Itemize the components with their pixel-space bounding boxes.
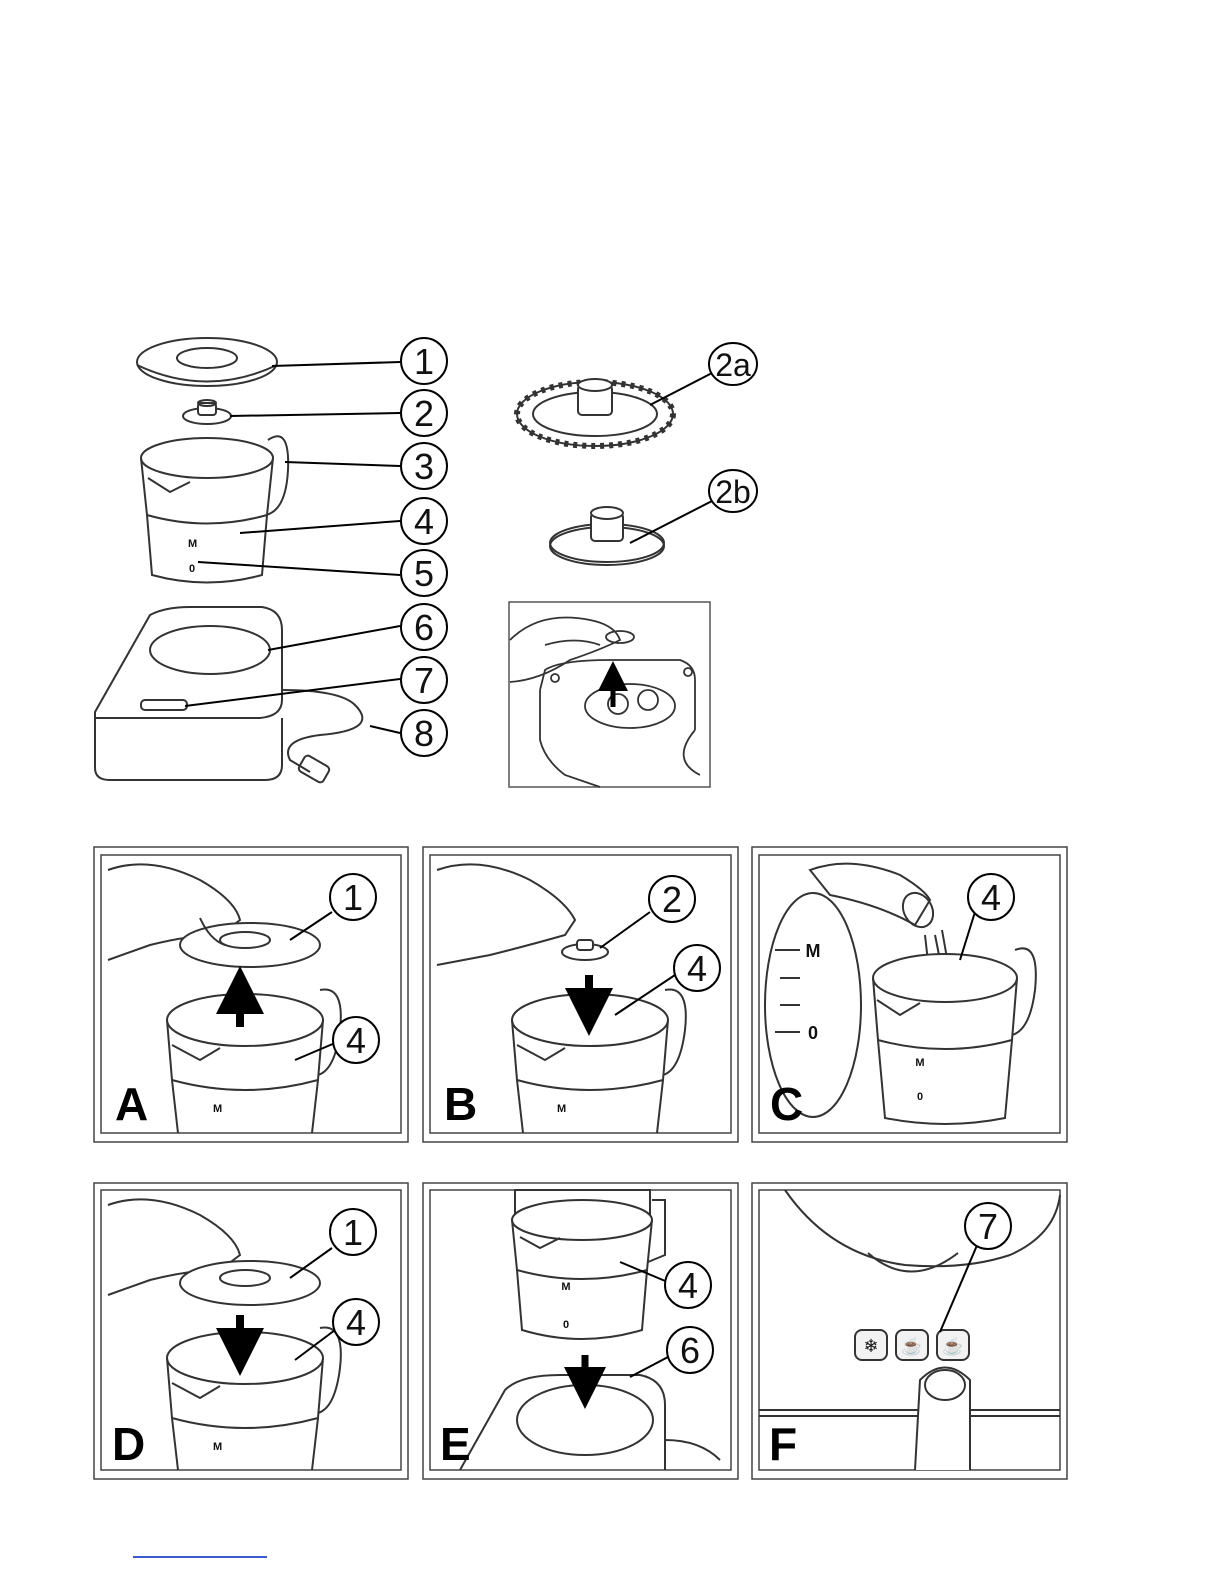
step-b-callout-2: 2 bbox=[662, 879, 682, 920]
step-b-callout-4: 4 bbox=[687, 948, 707, 989]
snowflake-icon: ❄ bbox=[863, 1336, 878, 1356]
footer-link-underline bbox=[133, 1556, 267, 1558]
base-drawing bbox=[95, 607, 362, 784]
step-a-callout-4: 4 bbox=[346, 1020, 366, 1061]
callout-2: 2 bbox=[414, 393, 434, 434]
step-a-callout-1: 1 bbox=[343, 877, 363, 918]
whisk-2a-drawing bbox=[517, 379, 673, 446]
step-c-scale-m: M bbox=[806, 941, 821, 961]
parts-overview-diagram: M 0 bbox=[95, 338, 362, 784]
hot-milk-button[interactable]: ☕ bbox=[937, 1330, 969, 1360]
callout-1: 1 bbox=[414, 341, 434, 382]
step-b-letter: B bbox=[444, 1078, 477, 1130]
step-d-callout-1: 1 bbox=[343, 1212, 363, 1253]
step-a-letter: A bbox=[115, 1078, 148, 1130]
steam-cup-icon: ☕ bbox=[901, 1336, 922, 1356]
control-buttons: ❄ ☕ ☕ bbox=[855, 1330, 969, 1360]
step-e-callout-6: 6 bbox=[680, 1330, 700, 1371]
warm-froth-button[interactable]: ☕ bbox=[896, 1330, 928, 1360]
jug-mark-m: M bbox=[188, 538, 197, 550]
callout-8: 8 bbox=[414, 713, 434, 754]
whisk-callout-labels: 2a 2b bbox=[715, 347, 751, 510]
step-c-mark-m: M bbox=[915, 1057, 924, 1069]
hot-cup-icon: ☕ bbox=[942, 1336, 963, 1356]
step-d-letter: D bbox=[112, 1418, 145, 1470]
step-d-mark: M bbox=[213, 1441, 222, 1453]
step-c-mark-0: 0 bbox=[917, 1091, 923, 1103]
callout-7: 7 bbox=[414, 660, 434, 701]
jug-drawing: M 0 bbox=[141, 436, 288, 582]
step-a-mark: M bbox=[213, 1103, 222, 1115]
step-e-letter: E bbox=[440, 1418, 471, 1470]
step-c-callout-4: 4 bbox=[981, 877, 1001, 918]
step-e-mark-0: 0 bbox=[563, 1319, 569, 1331]
callout-3: 3 bbox=[414, 446, 434, 487]
callout-6: 6 bbox=[414, 607, 434, 648]
whisk-2b-drawing bbox=[550, 507, 664, 565]
step-e-mark-m: M bbox=[561, 1281, 570, 1293]
jug-mark-0: 0 bbox=[189, 563, 195, 575]
callout-2a: 2a bbox=[715, 347, 751, 383]
step-f-letter: F bbox=[769, 1418, 797, 1470]
step-c-scale-0: 0 bbox=[808, 1023, 818, 1043]
callout-2b: 2b bbox=[715, 474, 751, 510]
callout-5: 5 bbox=[414, 553, 434, 594]
whisk-storage-detail bbox=[509, 602, 710, 787]
whisk-drawing bbox=[183, 400, 231, 424]
step-c-letter: C bbox=[770, 1078, 803, 1130]
lid-drawing bbox=[137, 338, 277, 386]
callout-4: 4 bbox=[414, 501, 434, 542]
step-d-callout-4: 4 bbox=[346, 1302, 366, 1343]
step-f-callout-7: 7 bbox=[978, 1206, 998, 1247]
parts-callout-labels: 1 2 3 4 5 6 7 8 bbox=[414, 341, 434, 754]
step-b-mark: M bbox=[557, 1103, 566, 1115]
cold-froth-button[interactable]: ❄ bbox=[855, 1330, 887, 1360]
step-e-callout-4: 4 bbox=[678, 1265, 698, 1306]
